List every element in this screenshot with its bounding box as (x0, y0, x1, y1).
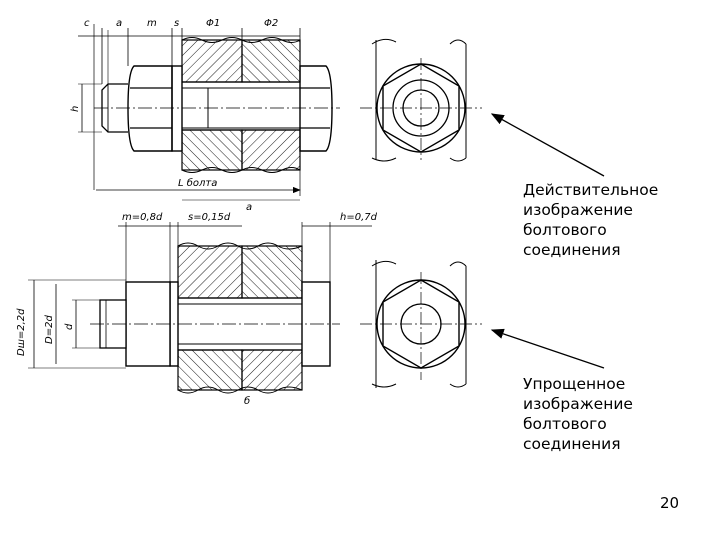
actual-joint-section (78, 24, 340, 201)
caption-actual-line-1: Действительное (523, 181, 659, 199)
bolt-head (299, 65, 333, 152)
caption-simplified-line-4: соединения (523, 435, 621, 453)
washer (171, 65, 183, 152)
plate-1-bottom-simplified (177, 349, 243, 391)
plate-2-bottom (241, 129, 301, 171)
plate-2-top (241, 39, 301, 83)
caption-simplified-line-2: изображение (523, 395, 633, 413)
caption-simplified: Упрощенное изображение болтового соедине… (523, 374, 633, 454)
caption-simplified-line-3: болтового (523, 415, 607, 433)
caption-simplified-line-1: Упрощенное (523, 375, 626, 393)
page-number: 20 (660, 494, 680, 512)
actual-hex-end-view (360, 38, 482, 162)
caption-actual-line-4: соединения (523, 241, 621, 259)
label-bottom-b: б (244, 395, 250, 407)
label-c: c (84, 18, 90, 29)
caption-actual: Действительное изображение болтового сое… (523, 180, 658, 260)
caption-actual-line-2: изображение (523, 201, 633, 219)
plate-1-top (181, 39, 243, 83)
label-m-formula: m=0,8d (122, 212, 163, 223)
label-side-h: h (70, 106, 81, 112)
arrow-to-actual (490, 113, 605, 177)
plate-1-bottom (181, 129, 243, 171)
simplified-hex-end-view (360, 260, 482, 388)
plate-1-top-simplified (177, 245, 243, 299)
label-phi1: Φ1 (206, 18, 220, 29)
simplified-joint-section (28, 222, 372, 394)
label-bolt-length: L болта (178, 177, 217, 189)
label-m: m (147, 18, 157, 29)
label-s-formula: s=0,15d (188, 212, 231, 223)
arrow-to-simplified (490, 328, 605, 369)
plate-2-top-simplified (241, 245, 303, 299)
label-d: d (64, 323, 75, 330)
label-phi2: Φ2 (264, 18, 278, 29)
label-dw: Dш=2,2d (16, 308, 27, 356)
label-h-formula: h=0,7d (340, 212, 378, 223)
nut-left (127, 65, 173, 152)
label-bottom-a: a (246, 202, 252, 213)
plate-2-bottom-simplified (241, 349, 303, 391)
caption-actual-line-3: болтового (523, 221, 607, 239)
label-a: a (116, 18, 122, 29)
label-d-outer: D=2d (44, 315, 55, 344)
label-s: s (174, 18, 179, 29)
